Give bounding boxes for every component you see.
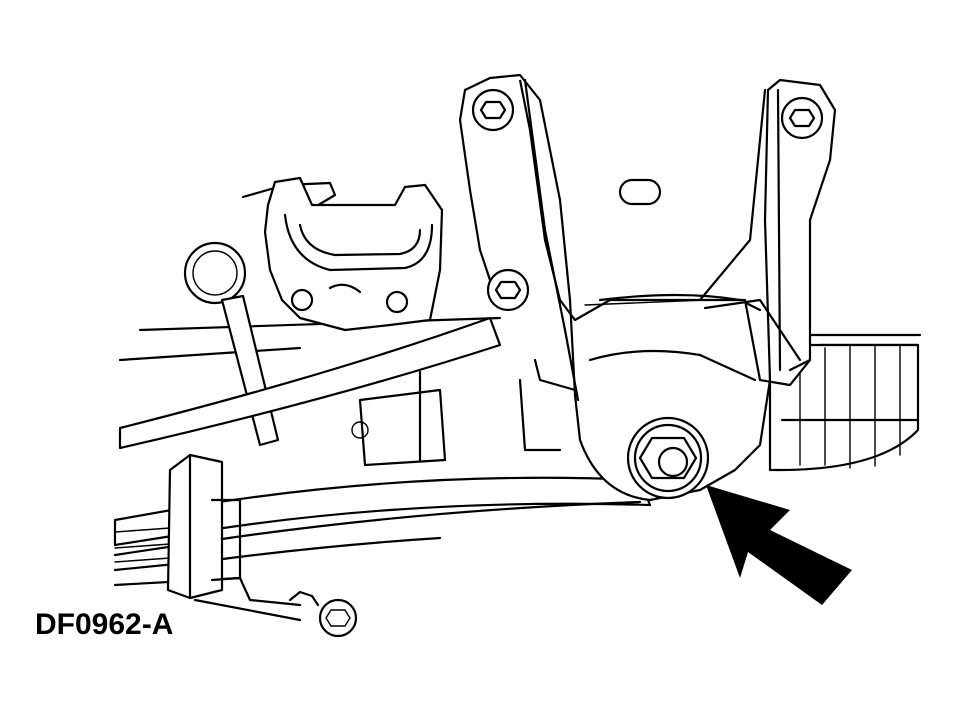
lower-mount [193,576,358,638]
callout-arrow [706,485,852,605]
axle-housing [768,343,920,472]
center-bracket [351,358,577,467]
spring-clip [166,453,242,600]
leaf-spring [113,316,652,587]
figure-label: DF0962-A [35,608,174,641]
bump-stop-bracket [241,176,444,332]
shackle-bracket [458,73,837,502]
bracket-bolts [471,88,824,312]
shackle-bolt [626,416,710,500]
